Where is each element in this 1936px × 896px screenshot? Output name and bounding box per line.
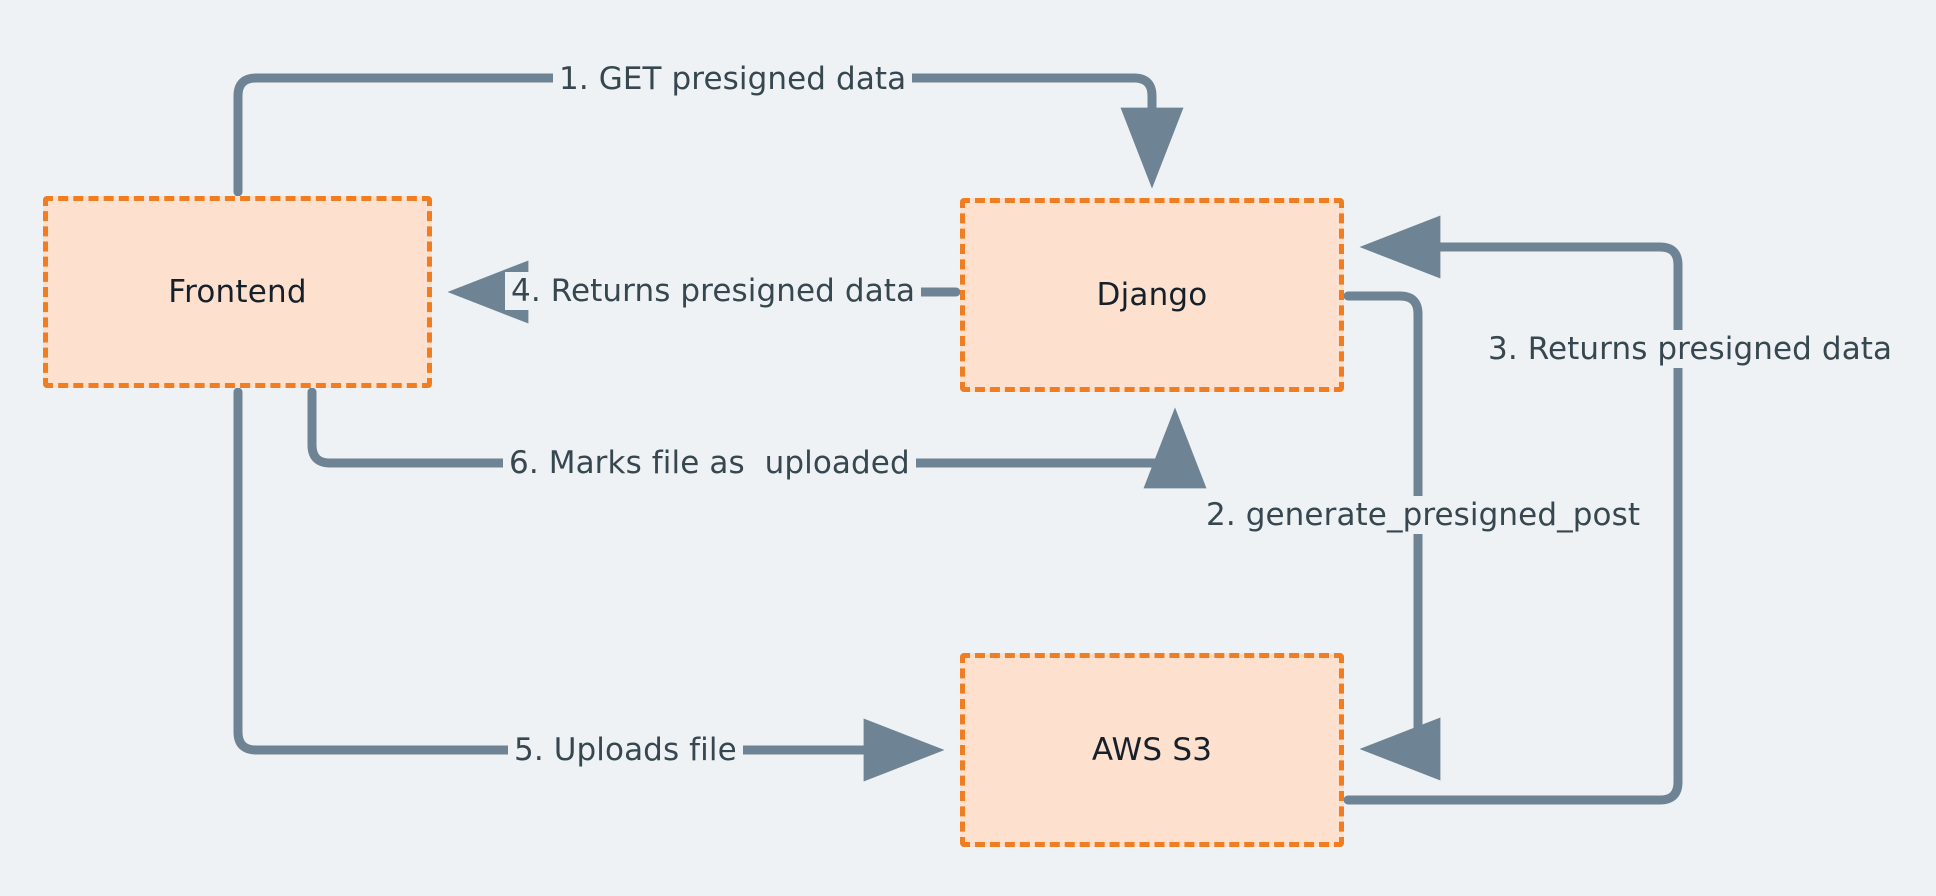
edge-label-6: 6. Marks file as uploaded — [503, 444, 916, 482]
node-frontend[interactable]: Frontend — [43, 196, 432, 388]
edge-path-5 — [233, 387, 945, 782]
edge-label-3: 3. Returns presigned data — [1482, 330, 1899, 368]
node-django-label: Django — [1096, 277, 1208, 313]
node-aws-s3-label: AWS S3 — [1091, 732, 1213, 768]
edge-label-5: 5. Uploads file — [508, 731, 743, 769]
node-frontend-label: Frontend — [168, 274, 307, 310]
edge-label-1: 1. GET presigned data — [553, 60, 913, 98]
node-django[interactable]: Django — [960, 198, 1344, 392]
node-aws-s3[interactable]: AWS S3 — [960, 653, 1344, 847]
edge-path-3 — [1343, 215, 1683, 805]
edge-label-2: 2. generate_presigned_post — [1200, 496, 1647, 534]
edge-label-4: 4. Returns presigned data — [505, 272, 922, 310]
